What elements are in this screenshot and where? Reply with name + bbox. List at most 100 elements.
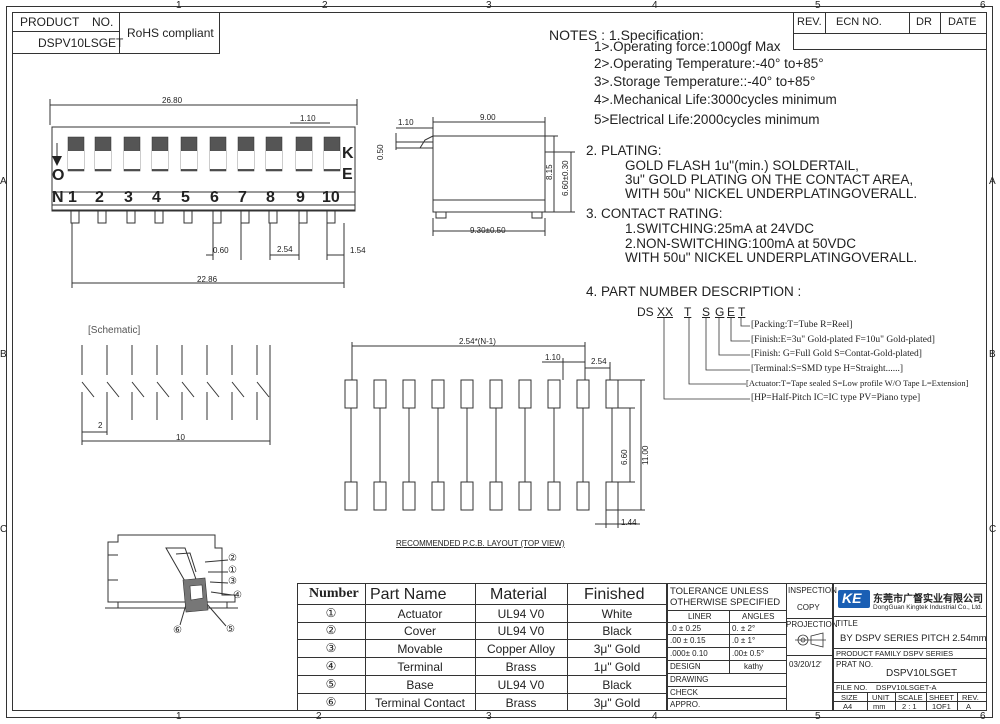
- product-part-no: DSPV10LSGET: [38, 36, 124, 50]
- spec-line-5: 5>Electrical Life:2000cycles minimum: [594, 112, 820, 127]
- tolerance-angle-1: 0. ± 2°: [732, 624, 756, 633]
- title-v2: [895, 692, 896, 711]
- tol-h5: [667, 660, 787, 661]
- bom-row-2-num: ②: [325, 623, 337, 637]
- plating-line-2: 3u" GOLD PLATING ON THE CONTACT AREA,: [625, 172, 914, 187]
- bom-row-3-part: Movable: [397, 642, 443, 656]
- bom-col-divider-2: [475, 583, 476, 711]
- bom-row-1-part: Actuator: [397, 607, 443, 621]
- switch-number-7: 7: [238, 189, 247, 206]
- sheet-value: 1OF1: [932, 702, 951, 711]
- title-h5: [833, 692, 987, 693]
- revision-block: [793, 12, 987, 34]
- dim-total-22-86: 22.86: [197, 275, 218, 284]
- pn-code-xx: XX: [657, 305, 674, 319]
- ke-letter-k: K: [342, 145, 354, 162]
- tolerance-angle-3: .00± 0.5°: [732, 649, 765, 658]
- bom-row-6-material: Brass: [505, 696, 537, 710]
- tol-h3: [667, 634, 787, 635]
- projection-label: PROJECTION: [786, 620, 838, 629]
- product-label: PRODUCT: [20, 15, 80, 29]
- pn-desc-finish-gold: [Finish: G=Full Gold S=Contat-Gold-plate…: [751, 349, 922, 359]
- bom-row-3-finish: 3μ" Gold: [593, 642, 641, 656]
- row-marker-b-right: B: [989, 349, 996, 360]
- contact-heading: 3. CONTACT RATING:: [586, 206, 723, 221]
- bom-row-divider-4: [297, 657, 667, 658]
- bom-row-4-material: Brass: [505, 660, 537, 674]
- rev-value: A: [966, 702, 972, 711]
- pcb-dim-total: 2.54*(N-1): [459, 337, 496, 346]
- pn-desc-packing: [Packing:T=Tube R=Reel]: [751, 320, 853, 330]
- title-v4: [957, 692, 958, 711]
- callout-3: ③: [228, 576, 237, 587]
- col-marker-bottom-4: 4: [652, 711, 658, 722]
- insp-h1: [787, 618, 833, 619]
- schematic-label: [Schematic]: [88, 325, 141, 336]
- pcb-dim-pad: 1.44: [621, 518, 637, 527]
- design-label: DESIGN: [670, 662, 701, 671]
- bom-row-6-num: ⑥: [325, 695, 337, 709]
- pn-desc-type: [HP=Half-Pitch IC=IC type PV=Piano type]: [751, 393, 921, 403]
- spec-line-1: 1>.Operating force:1000gf Max: [594, 39, 781, 54]
- spec-line-3: 3>.Storage Temperature::-40° to+85°: [594, 74, 816, 89]
- col-marker-6: 6: [980, 0, 986, 11]
- size-label: SIZE: [841, 693, 858, 702]
- callout-5: ⑤: [226, 624, 235, 635]
- drawing-label: DRAWING: [670, 675, 709, 684]
- tol-v1: [729, 610, 730, 673]
- tolerance-liner: LINER: [688, 612, 712, 621]
- bom-row-2-finish: Black: [602, 624, 632, 638]
- pn-code-ds: DS: [637, 305, 654, 319]
- switch-number-10: 10: [322, 189, 340, 206]
- title-h2: [833, 648, 987, 649]
- bom-table: [297, 583, 667, 711]
- bom-header-material: Material: [490, 586, 547, 603]
- tolerance-title-2: OTHERWISE SPECIFIED: [670, 597, 781, 608]
- prat-no-value: DSPV10LSGET: [886, 668, 958, 679]
- switch-number-8: 8: [266, 189, 275, 206]
- schematic-dim-total: 10: [176, 433, 185, 442]
- plating-line-3: WITH 50u" NICKEL UNDERPLATINGOVERALL.: [625, 186, 918, 201]
- pn-code-t2: T: [738, 305, 746, 319]
- title-value: BY DSPV SERIES PITCH 2.54mm: [840, 633, 987, 644]
- file-no-label: FILE NO.: [836, 683, 868, 692]
- bom-row-1-num: ①: [325, 606, 337, 620]
- row-marker-b-left: B: [0, 349, 7, 360]
- bom-row-5-num: ⑤: [325, 677, 337, 691]
- bom-row-6-finish: 3μ" Gold: [593, 696, 641, 710]
- col-marker-bottom-2: 2: [316, 711, 322, 722]
- bom-row-4-finish: 1μ" Gold: [593, 660, 641, 674]
- contact-line-3: WITH 50u" NICKEL UNDERPLATINGOVERALL.: [625, 250, 918, 265]
- product-family: PRODUCT FAMILY DSPV SERIES: [836, 649, 954, 658]
- unit-value: mm: [873, 702, 886, 711]
- plating-line-1: GOLD FLASH 1u"(min.) SOLDERTAIL,: [625, 158, 859, 173]
- switch-number-5: 5: [181, 189, 190, 206]
- switch-number-4: 4: [152, 189, 161, 206]
- bom-col-divider-1: [365, 583, 366, 711]
- bom-row-3-num: ③: [325, 641, 337, 655]
- switch-number-3: 3: [124, 189, 133, 206]
- title-h1: [833, 616, 987, 617]
- col-marker-5: 5: [815, 0, 821, 11]
- title-v1: [867, 692, 868, 711]
- title-h6: [833, 701, 987, 702]
- side-dim-base-9-30: 9.30±0.50: [470, 226, 506, 235]
- pn-code-s: S: [702, 305, 711, 319]
- on-letter-n: N: [52, 189, 64, 206]
- bom-row-1-material: UL94 V0: [497, 607, 545, 621]
- title-v3: [926, 692, 927, 711]
- check-label: CHECK: [670, 688, 699, 697]
- pcb-caption: RECOMMENDED P.C.B. LAYOUT (TOP VIEW): [396, 539, 565, 548]
- bom-row-divider-1: [297, 604, 667, 605]
- dim-pitch-gap-1-10: 1.10: [300, 114, 316, 123]
- callout-1: ①: [228, 565, 237, 576]
- tolerance-angle-2: .0 ± 1°: [732, 636, 756, 645]
- rev-divider-1: [825, 12, 826, 34]
- col-marker-3: 3: [486, 0, 492, 11]
- bom-row-divider-5: [297, 675, 667, 676]
- product-block: [12, 12, 120, 54]
